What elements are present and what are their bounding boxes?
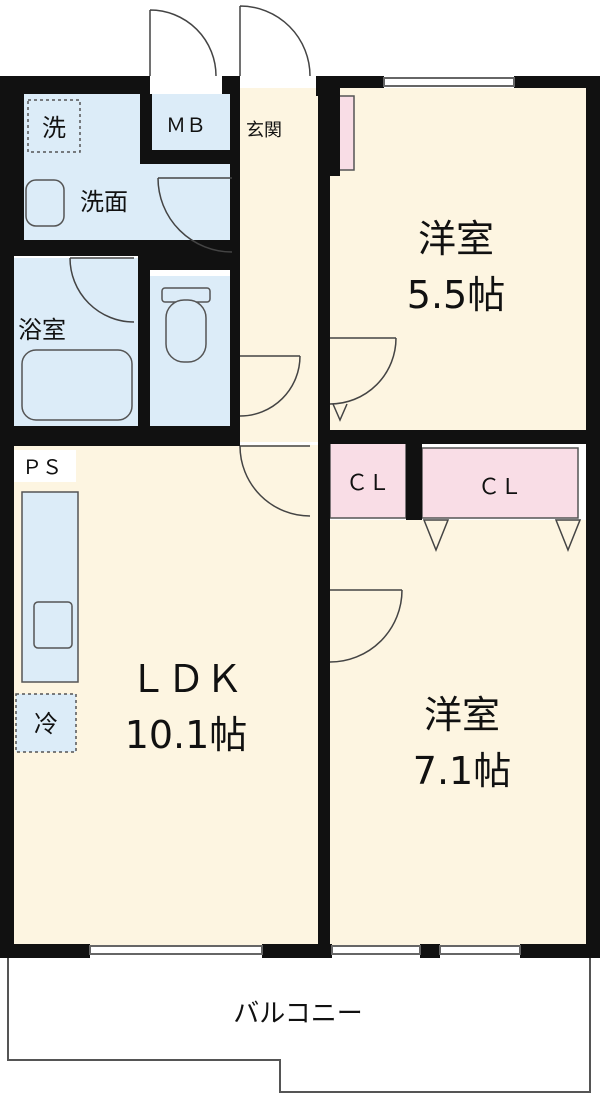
- entrance-label: 玄関: [246, 120, 282, 141]
- meter-box-label: ＭＢ: [166, 113, 206, 137]
- pipe-space-box: [10, 450, 76, 482]
- pipe-space-label: ＰＳ: [22, 455, 62, 479]
- closet-large-label: ＣＬ: [478, 475, 522, 500]
- western-room-a-floor: [328, 88, 586, 430]
- western-room-b-name: 洋室: [424, 693, 500, 737]
- fridge-box: [15, 693, 77, 753]
- bath-label: 浴室: [18, 316, 66, 344]
- western-room-b-size: 7.1帖: [413, 749, 511, 793]
- closet-small-label: ＣＬ: [346, 471, 390, 496]
- kitchen-counter: [21, 491, 79, 683]
- balcony-outline: [7, 958, 591, 1093]
- western-room-a-name: 洋室: [418, 217, 494, 261]
- door-swings: [69, 5, 582, 663]
- washer-label: 洗: [42, 114, 66, 142]
- western-room-b-floor: [328, 520, 586, 950]
- hall-floor: [238, 172, 320, 442]
- wash-basin: [25, 179, 65, 227]
- toilet-bowl: [165, 299, 207, 363]
- washroom-label: 洗面: [80, 188, 128, 216]
- entrance-floor: [238, 88, 320, 172]
- bathtub: [21, 349, 133, 421]
- windows: [89, 77, 521, 955]
- walls: [0, 76, 600, 958]
- closet-large: [421, 447, 579, 519]
- ldk-name: ＬＤＫ: [129, 657, 243, 701]
- washer-box: [27, 99, 81, 153]
- kitchen-sink: [33, 601, 73, 649]
- western-room-a-size: 5.5帖: [407, 273, 505, 317]
- ldk-size: 10.1帖: [125, 713, 248, 757]
- balcony-label: バルコニー: [233, 999, 362, 1029]
- fridge-label: 冷: [34, 710, 58, 738]
